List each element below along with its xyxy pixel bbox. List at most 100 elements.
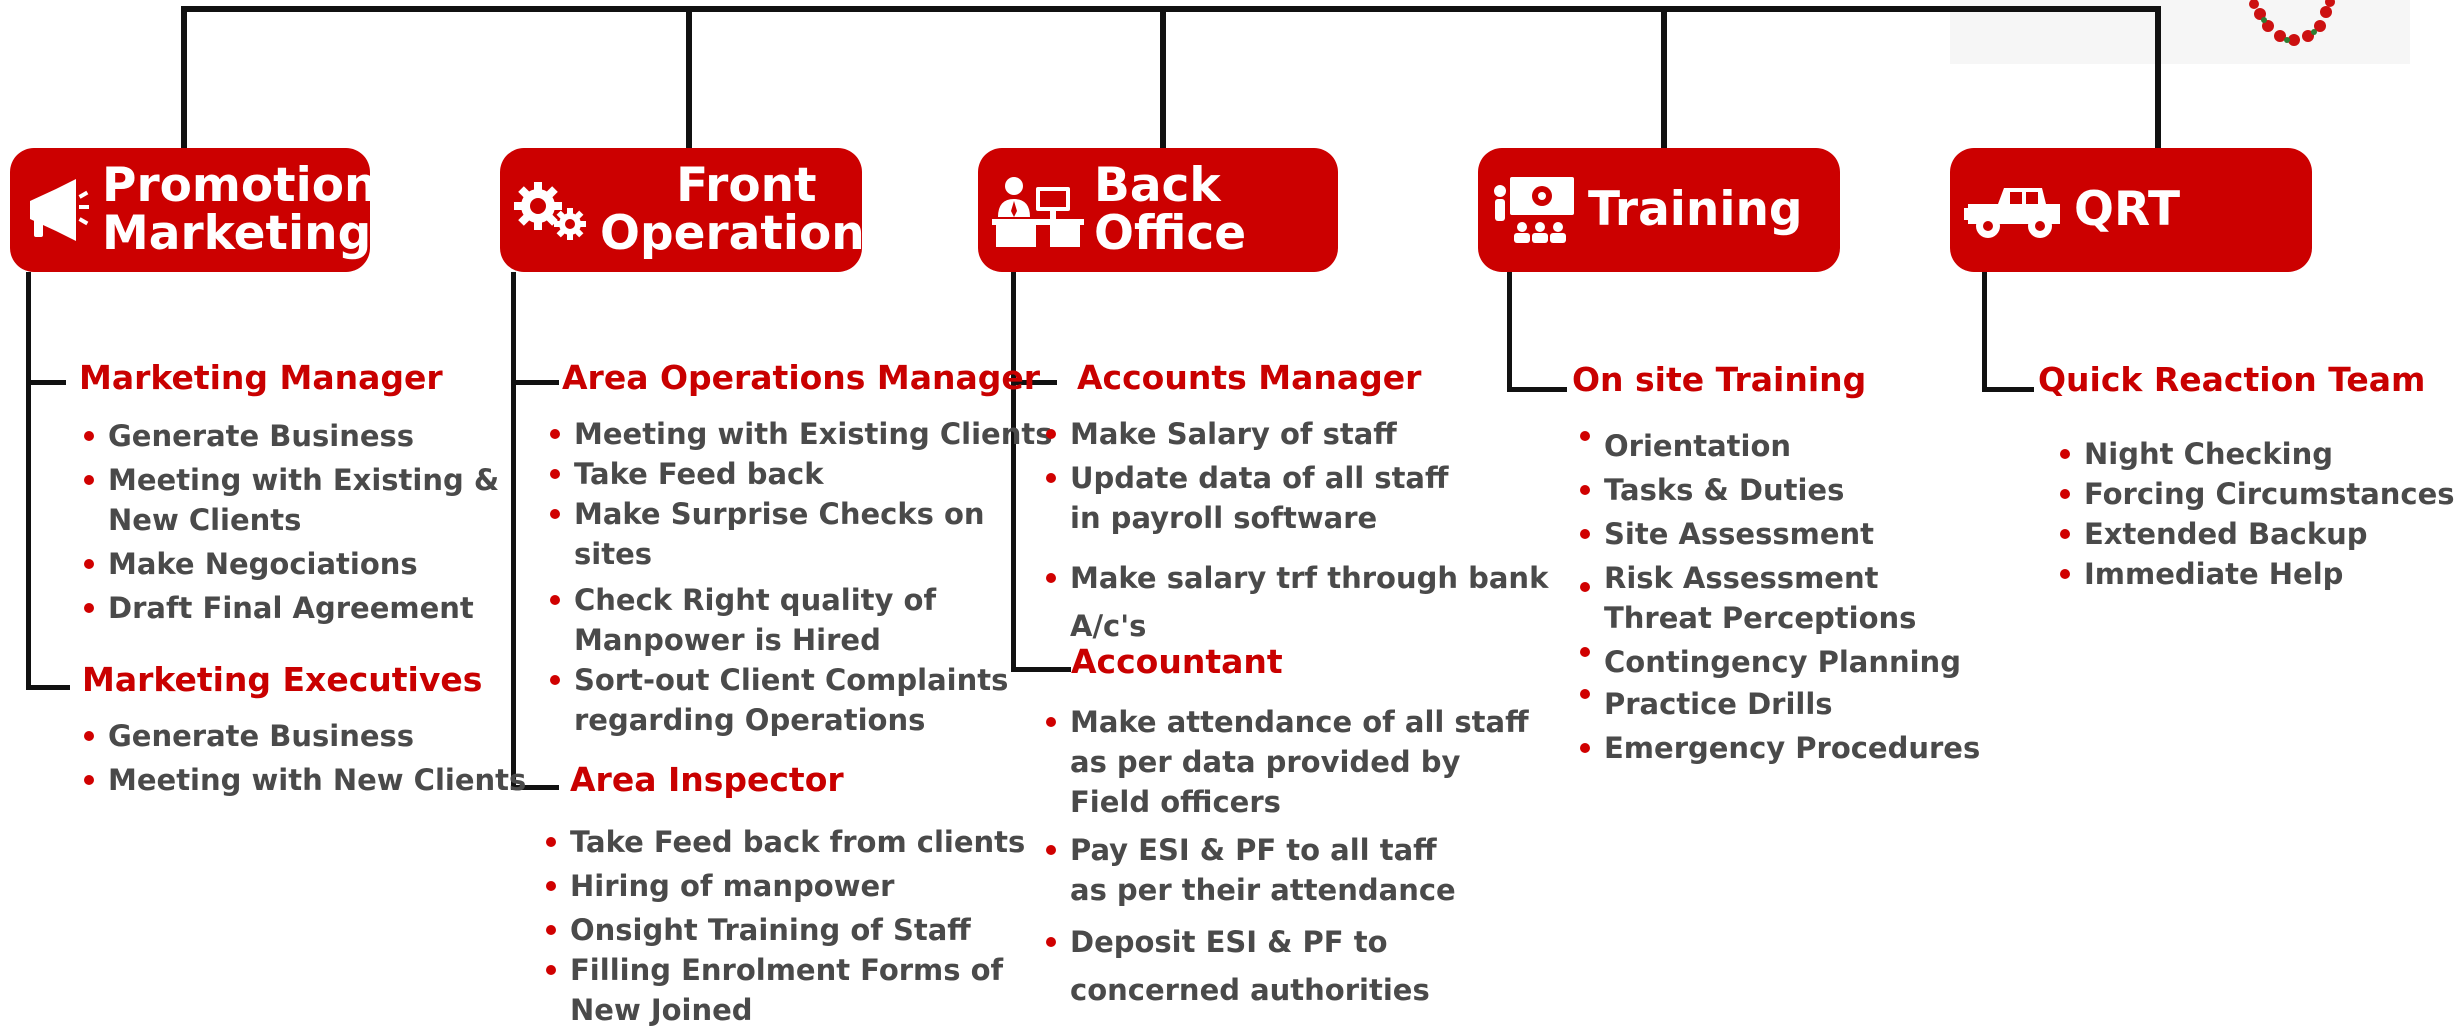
branch-training-vertical	[1507, 272, 1512, 392]
list-item: Take Feed back from clients	[546, 822, 1025, 862]
connector-drop-back	[1160, 6, 1166, 148]
dept-header-qrt: QRT	[1950, 148, 2312, 272]
list-item: Generate Business	[84, 416, 499, 456]
list-item: Pay ESI & PF to all taff as per their at…	[1046, 830, 1529, 910]
dept-title: Back Office	[1094, 158, 1247, 261]
duty-list: Generate Business Meeting with Existing …	[84, 416, 499, 628]
bullet-icon	[546, 965, 556, 975]
list-item: Deposit ESI & PF to concerned authoritie…	[1046, 918, 1529, 1014]
bullet-icon	[84, 603, 94, 613]
list-item: Emergency Procedures	[1580, 728, 1980, 768]
connector-drop-qrt	[2155, 6, 2161, 148]
list-item: Filling Enrolment Forms of New Joined	[546, 950, 1025, 1030]
dept-header-promotion: Promotion/ Marketing	[10, 148, 395, 272]
bullet-icon	[1580, 743, 1590, 753]
role-heading: Marketing Manager	[79, 358, 443, 397]
list-item: Extended Backup	[2060, 514, 2455, 554]
bullet-icon	[2060, 449, 2070, 459]
list-item: Hiring of manpower	[546, 866, 1025, 906]
dept-header-back: Back Office	[978, 148, 1338, 272]
list-item: Make Surprise Checks on sites	[550, 494, 1052, 574]
duty-list: Make attendance of all staff as per data…	[1046, 702, 1529, 1014]
duty-list: Take Feed back from clients Hiring of ma…	[546, 822, 1025, 1030]
logo-wreath-icon	[2249, 0, 2335, 46]
role-heading: Accounts Manager	[1077, 358, 1422, 397]
bullet-icon	[1046, 429, 1056, 439]
dept-header-training: Training	[1478, 148, 1840, 272]
bullet-icon	[1580, 647, 1590, 657]
branch-back-h1	[1011, 380, 1057, 385]
branch-promotion-h1	[26, 380, 66, 385]
list-item: Site Assessment	[1580, 514, 1980, 554]
list-item: Onsight Training of Staff	[546, 910, 1025, 950]
bullet-icon	[1046, 573, 1056, 583]
list-item: Meeting with Existing Clients	[550, 414, 1052, 454]
branch-back-h2	[1011, 667, 1071, 672]
list-item: Check Right quality of Manpower is Hired	[550, 580, 1052, 660]
branch-promotion-vertical	[26, 272, 31, 690]
bullet-icon	[84, 431, 94, 441]
list-item: Draft Final Agreement	[84, 588, 499, 628]
connector-drop-promotion	[181, 6, 187, 148]
connector-top-bar	[181, 6, 2161, 12]
bullet-icon	[1046, 717, 1056, 727]
presentation-icon	[1492, 175, 1578, 245]
bullet-icon	[550, 469, 560, 479]
connector-drop-front	[686, 6, 692, 148]
branch-training-h1	[1507, 387, 1567, 392]
bullet-icon	[546, 837, 556, 847]
connector-drop-training	[1661, 6, 1667, 148]
branch-promotion-h2	[26, 685, 70, 690]
branch-front-h1	[511, 380, 559, 385]
list-item: Forcing Circumstances	[2060, 474, 2455, 514]
bullet-icon	[550, 509, 560, 519]
bullet-icon	[550, 595, 560, 605]
list-item: Contingency Planning	[1580, 642, 1980, 682]
branch-back-vertical	[1011, 272, 1016, 672]
branch-qrt-h1	[1982, 387, 2034, 392]
branch-front-vertical	[511, 272, 516, 790]
bullet-icon	[84, 775, 94, 785]
list-item: Take Feed back	[550, 454, 1052, 494]
dept-header-front: Front Operations	[500, 148, 893, 272]
role-heading: Marketing Executives	[82, 660, 483, 699]
role-heading: On site Training	[1572, 360, 1867, 399]
bullet-icon	[1580, 485, 1590, 495]
bullet-icon	[1580, 529, 1590, 539]
list-item: Meeting with New Clients	[84, 760, 526, 800]
office-desk-icon	[992, 173, 1084, 247]
list-item: Update data of all staff in payroll soft…	[1046, 458, 1548, 538]
list-item: Make Salary of staff	[1046, 414, 1548, 454]
list-item: Immediate Help	[2060, 554, 2455, 594]
gears-icon	[514, 178, 590, 242]
duty-list: Meeting with Existing Clients Take Feed …	[550, 414, 1052, 740]
bullet-icon	[546, 925, 556, 935]
dept-title: Promotion/ Marketing	[102, 158, 395, 261]
bullet-icon	[84, 559, 94, 569]
duty-list: Night Checking Forcing Circumstances Ext…	[2060, 434, 2455, 594]
list-item: Orientation	[1580, 426, 1980, 466]
dept-title: QRT	[2074, 182, 2181, 237]
bullet-icon	[2060, 529, 2070, 539]
bullet-icon	[1046, 473, 1056, 483]
duty-list: Orientation Tasks & Duties Site Assessme…	[1580, 426, 1980, 768]
role-heading: Quick Reaction Team	[2038, 360, 2426, 399]
role-heading: Area Operations Manager	[562, 358, 1041, 397]
bullet-icon	[550, 675, 560, 685]
list-item: Meeting with Existing & New Clients	[84, 460, 499, 540]
bullet-icon	[84, 731, 94, 741]
branch-front-h2	[511, 785, 559, 790]
bullet-icon	[550, 429, 560, 439]
dept-title: Front Operations	[600, 158, 893, 261]
list-item: Make Negociations	[84, 544, 499, 584]
megaphone-icon	[24, 175, 92, 245]
list-item: Make attendance of all staff as per data…	[1046, 702, 1529, 822]
bullet-icon	[2060, 569, 2070, 579]
duty-list: Generate Business Meeting with New Clien…	[84, 716, 526, 800]
role-heading: Area Inspector	[570, 760, 844, 799]
bullet-icon	[1046, 937, 1056, 947]
bullet-icon	[84, 475, 94, 485]
bullet-icon	[1580, 431, 1590, 441]
dept-title: Training	[1588, 182, 1803, 237]
list-item: Tasks & Duties	[1580, 470, 1980, 510]
